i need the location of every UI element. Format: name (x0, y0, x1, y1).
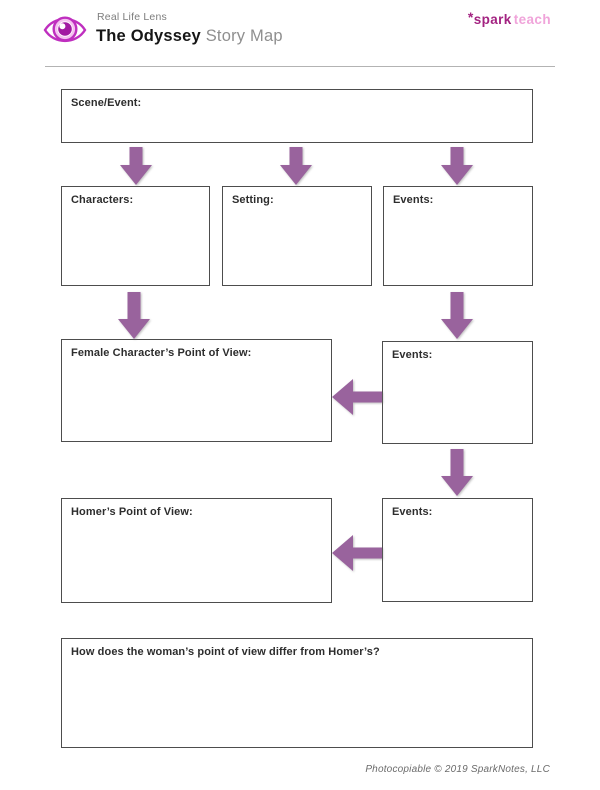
homer-pov-box: Homer’s Point of View: (61, 498, 332, 603)
characters-box: Characters: (61, 186, 210, 286)
arrow-down-icon (441, 292, 473, 339)
copyright-notice: Photocopiable © 2019 SparkNotes, LLC (365, 764, 550, 775)
arrow-left-icon (332, 379, 382, 415)
real-life-lens-eye-icon (43, 10, 87, 50)
events-top-box: Events: (383, 186, 533, 286)
events-top-label: Events: (393, 194, 434, 206)
arrow-down-icon (120, 147, 152, 185)
setting-label: Setting: (232, 194, 274, 206)
events-bottom-box: Events: (382, 498, 533, 602)
question-box: How does the woman’s point of view diffe… (61, 638, 533, 748)
arrow-left-icon (332, 535, 382, 571)
female-pov-label: Female Character’s Point of View: (71, 347, 252, 359)
arrow-down-icon (441, 449, 473, 496)
female-pov-box: Female Character’s Point of View: (61, 339, 332, 442)
page-title-suffix: Story Map (200, 27, 283, 45)
asterisk-icon: * (467, 9, 474, 25)
events-bottom-label: Events: (392, 506, 433, 518)
events-mid-box: Events: (382, 341, 533, 444)
page-title: The Odyssey Story Map (96, 27, 283, 46)
header-divider (45, 66, 555, 67)
arrow-down-icon (441, 147, 473, 185)
events-mid-label: Events: (392, 349, 433, 361)
sparkteach-logo-teach: teach (513, 12, 551, 27)
homer-pov-label: Homer’s Point of View: (71, 506, 193, 518)
arrow-down-icon (280, 147, 312, 185)
brand-label: Real Life Lens (97, 11, 167, 23)
scene-event-label: Scene/Event: (71, 97, 142, 109)
arrow-down-icon (118, 292, 150, 339)
characters-label: Characters: (71, 194, 134, 206)
setting-box: Setting: (222, 186, 372, 286)
page-title-book: The Odyssey (96, 27, 201, 45)
sparkteach-logo-spark: spark (473, 12, 512, 27)
question-label: How does the woman’s point of view diffe… (71, 646, 380, 658)
scene-event-box: Scene/Event: (61, 89, 533, 143)
